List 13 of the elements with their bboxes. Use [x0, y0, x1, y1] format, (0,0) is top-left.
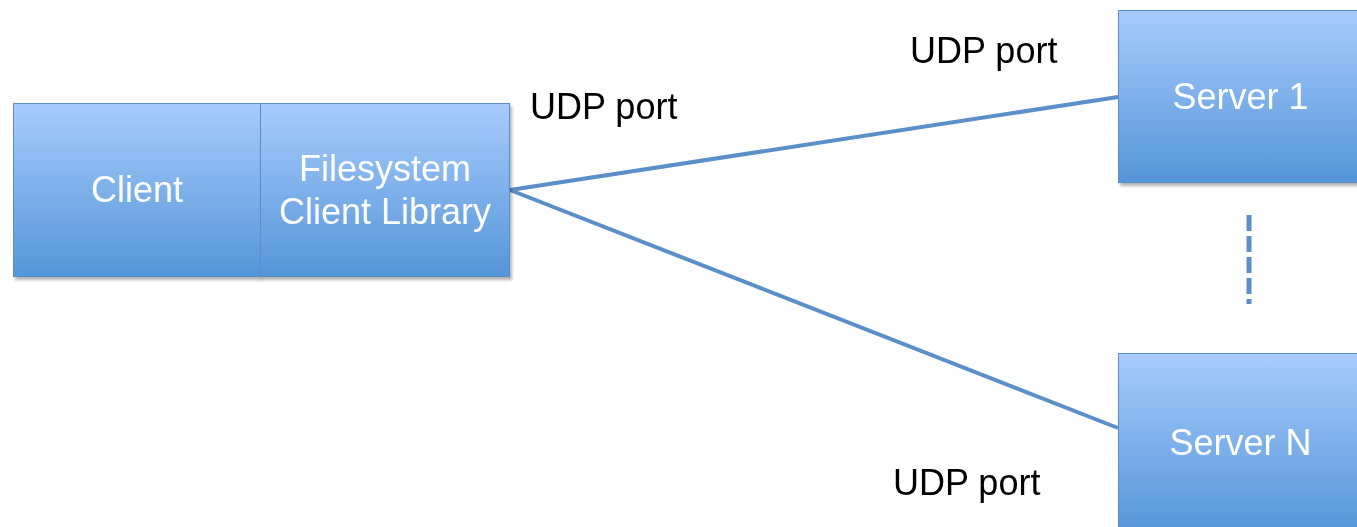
process-box	[1118, 353, 1357, 527]
process-box	[13, 103, 261, 277]
port-label: UDP port	[910, 30, 1058, 72]
box-label: Client	[90, 168, 183, 212]
box-label: Server 1	[1172, 74, 1309, 119]
port-label: UDP port	[893, 462, 1041, 504]
process-box	[260, 103, 510, 277]
box-label: Server N	[1169, 421, 1312, 465]
port-label: UDP port	[530, 86, 678, 128]
connector-line	[509, 95, 1119, 192]
box-label: Filesystem Client Library	[277, 146, 493, 234]
connector-line	[509, 188, 1119, 430]
process-box	[1118, 10, 1357, 183]
